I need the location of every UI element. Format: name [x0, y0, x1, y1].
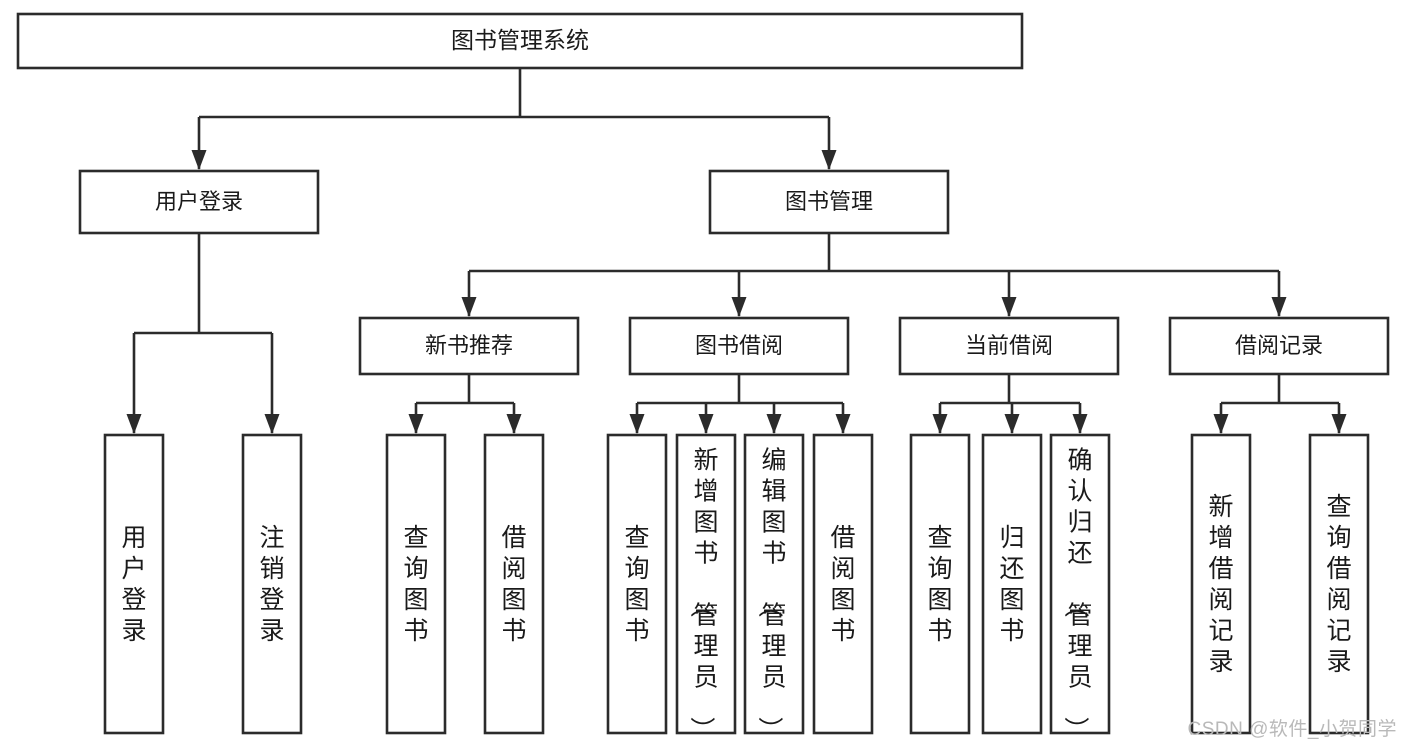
arrow-head-icon	[835, 414, 851, 434]
leaf-node-10-rect	[1049, 433, 1111, 735]
arrow-head-icon	[1001, 297, 1017, 317]
leaf-node-3-rect	[483, 433, 545, 735]
leaf-node-7-rect	[812, 433, 874, 735]
level2-node-0[interactable]: 用户登录	[78, 169, 320, 235]
leaf-node-0[interactable]: 用户登录	[103, 433, 165, 735]
arrow-head-icon	[408, 414, 424, 434]
leaf-node-4-label: 查询图书	[624, 524, 649, 645]
arrow-head-icon	[629, 414, 645, 434]
leaf-node-9-label: 归还图书	[999, 524, 1024, 645]
root-node-book-management-system-label: 图书管理系统	[451, 27, 589, 53]
leaf-node-10[interactable]: 确认归还（管理员）	[1049, 433, 1111, 742]
leaf-node-3-label: 借阅图书	[501, 524, 526, 645]
level2-node-1-label: 图书管理	[785, 189, 873, 214]
arrow-head-icon	[766, 414, 782, 434]
csdn-watermark: CSDN @软件_小贺同学	[1187, 719, 1397, 740]
level3-node-0-rect	[358, 316, 580, 376]
leaf-node-6-label: 编辑图书（管理员）	[755, 447, 786, 742]
root-node-book-management-system-rect	[16, 12, 1024, 70]
level2-node-1[interactable]: 图书管理	[708, 169, 950, 235]
leaf-node-1-label: 注销登录	[259, 524, 284, 645]
leaf-node-11[interactable]: 新增借阅记录	[1190, 433, 1252, 735]
level3-node-2[interactable]: 当前借阅	[898, 316, 1120, 376]
leaf-node-0-rect	[103, 433, 165, 735]
arrow-head-icon	[932, 414, 948, 434]
leaf-node-12-rect	[1308, 433, 1370, 735]
arrow-head-icon	[731, 297, 747, 317]
root-node-book-management-system[interactable]: 图书管理系统	[16, 12, 1024, 70]
leaf-node-9[interactable]: 归还图书	[981, 433, 1043, 735]
level3-node-3[interactable]: 借阅记录	[1168, 316, 1390, 376]
level3-node-2-rect	[898, 316, 1120, 376]
level3-node-2-label: 当前借阅	[965, 333, 1053, 358]
level2-node-1-rect	[708, 169, 950, 235]
leaf-node-12-label: 查询借阅记录	[1326, 493, 1351, 676]
leaf-node-11-rect	[1190, 433, 1252, 735]
nodes-layer: 图书管理系统用户登录图书管理新书推荐图书借阅当前借阅借阅记录用户登录注销登录查询…	[16, 12, 1390, 742]
leaf-node-6-rect	[743, 433, 805, 735]
leaf-node-5-rect	[675, 433, 737, 735]
connectors-layer	[126, 68, 1347, 434]
level3-node-1[interactable]: 图书借阅	[628, 316, 850, 376]
leaf-node-8[interactable]: 查询图书	[909, 433, 971, 735]
leaf-node-8-rect	[909, 433, 971, 735]
arrow-head-icon	[1331, 414, 1347, 434]
leaf-node-0-label: 用户登录	[121, 524, 146, 645]
leaf-node-5[interactable]: 新增图书（管理员）	[675, 433, 737, 742]
leaf-node-1-rect	[241, 433, 303, 735]
level3-node-3-label: 借阅记录	[1235, 333, 1323, 358]
leaf-node-2[interactable]: 查询图书	[385, 433, 447, 735]
level3-node-1-rect	[628, 316, 850, 376]
level3-node-0-label: 新书推荐	[425, 333, 513, 358]
level3-node-1-label: 图书借阅	[695, 333, 783, 358]
leaf-node-10-label: 确认归还（管理员）	[1061, 447, 1092, 742]
leaf-node-9-rect	[981, 433, 1043, 735]
leaf-node-8-label: 查询图书	[927, 524, 952, 645]
leaf-node-2-rect	[385, 433, 447, 735]
arrow-head-icon	[264, 414, 280, 434]
level3-node-0[interactable]: 新书推荐	[358, 316, 580, 376]
arrow-head-icon	[1271, 297, 1287, 317]
arrow-head-icon	[1213, 414, 1229, 434]
arrow-head-icon	[461, 297, 477, 317]
leaf-node-6[interactable]: 编辑图书（管理员）	[743, 433, 805, 742]
leaf-node-4-rect	[606, 433, 668, 735]
arrow-head-icon	[126, 414, 142, 434]
leaf-node-7[interactable]: 借阅图书	[812, 433, 874, 735]
level2-node-0-label: 用户登录	[155, 189, 243, 214]
arrow-head-icon	[1004, 414, 1020, 434]
leaf-node-3[interactable]: 借阅图书	[483, 433, 545, 735]
level3-node-3-rect	[1168, 316, 1390, 376]
arrow-head-icon	[506, 414, 522, 434]
leaf-node-7-label: 借阅图书	[830, 524, 855, 645]
arrow-head-icon	[821, 150, 837, 170]
leaf-node-5-label: 新增图书（管理员）	[687, 447, 718, 742]
arrow-head-icon	[1072, 414, 1088, 434]
arrow-head-icon	[191, 150, 207, 170]
leaf-node-4[interactable]: 查询图书	[606, 433, 668, 735]
arrow-head-icon	[698, 414, 714, 434]
leaf-node-1[interactable]: 注销登录	[241, 433, 303, 735]
leaf-node-11-label: 新增借阅记录	[1208, 493, 1233, 676]
level2-node-0-rect	[78, 169, 320, 235]
leaf-node-2-label: 查询图书	[403, 524, 428, 645]
leaf-node-12[interactable]: 查询借阅记录	[1308, 433, 1370, 735]
